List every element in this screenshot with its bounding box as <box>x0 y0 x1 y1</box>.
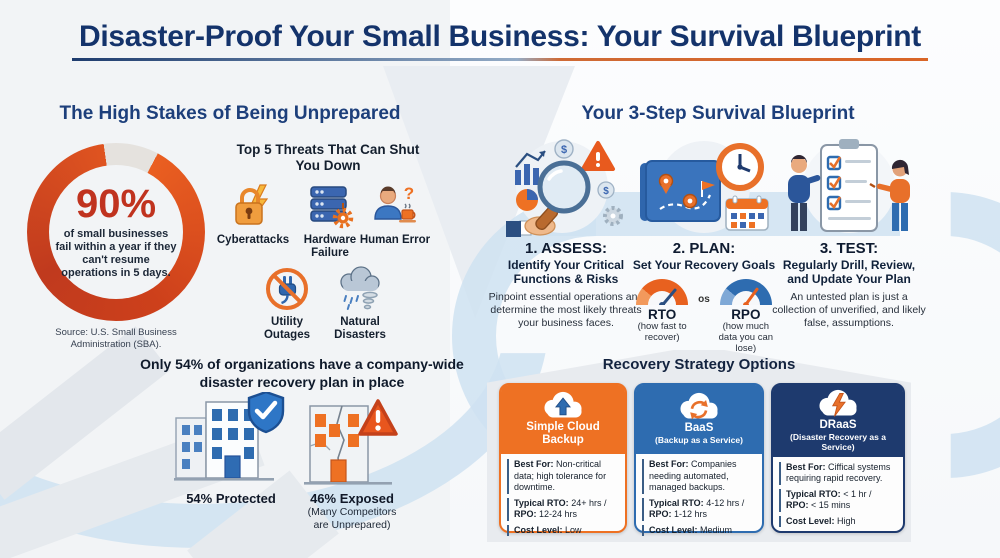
threat-item: Hardware Failure <box>291 179 369 260</box>
right-section-heading: Your 3-Step Survival Blueprint <box>581 103 855 124</box>
rto-sublabel: (how fast to recover) <box>637 321 687 344</box>
page-title: Disaster-Proof Your Small Business: Your… <box>79 20 921 53</box>
stat-source: Source: U.S. Small Business Administrati… <box>55 327 177 351</box>
recovery-card-baas: BaaS (Backup as a Service) Best For: Com… <box>634 383 764 537</box>
card-subtitle: (Backup as a Service) <box>655 435 743 446</box>
svg-text:$: $ <box>603 186 609 197</box>
left-section-heading: The High Stakes of Being Unprepared <box>59 103 401 124</box>
rpo-sublabel: (how much data you can lose) <box>718 321 774 355</box>
threat-label: Utility Outages <box>263 316 310 342</box>
step-plan: 2. PLAN: Set Your Recovery Goals RTO (ho… <box>629 136 779 355</box>
padlock-lightning-icon <box>214 179 292 231</box>
card-header: DRaaS (Disaster Recovery as a Service) <box>773 385 903 457</box>
threats-heading: Top 5 Threats That Can Shut You Down <box>236 142 420 174</box>
step-subtitle: Identify Your Critical Functions & Risks <box>507 258 625 287</box>
best-for-line: Best For: Non-critical data; high tolera… <box>507 459 619 494</box>
blueprint-clock-calendar-icon <box>629 136 779 238</box>
card-header: Simple Cloud Backup <box>501 385 625 454</box>
card-body: Best For: Ciffical systems requiring rap… <box>773 457 903 528</box>
step-title: 1. ASSESS: <box>525 240 607 257</box>
step-assess: $ $ 1. ASSESS: Identify Your Critical Fu… <box>487 136 645 331</box>
threat-label: Human Error <box>359 234 431 246</box>
stat-value: 90% <box>75 181 157 226</box>
no-power-plug-icon <box>248 261 326 313</box>
step-subtitle: Set Your Recovery Goals <box>632 258 776 272</box>
cost-line: Cost Level: High <box>779 515 897 528</box>
recovery-card-draas: DRaaS (Disaster Recovery as a Service) B… <box>771 383 905 533</box>
threat-label: Cyberattacks <box>216 234 290 246</box>
storm-cloud-icon <box>321 261 399 313</box>
best-for-line: Best For: Ciffical systems requiring rap… <box>779 461 897 485</box>
path-curve-right <box>950 192 1000 478</box>
plan-gap-stat: Only 54% of organizations have a company… <box>140 356 464 390</box>
threat-item: ? Human Error <box>356 179 434 247</box>
failure-rate-donut-chart: 90% of small businesses fail within a ye… <box>27 143 205 321</box>
rto-rpo-line: Typical RTO: 24+ hrs /RPO: 12-24 hrs <box>507 497 619 521</box>
card-title: Simple Cloud Backup <box>526 420 600 446</box>
svg-text:?: ? <box>404 184 414 203</box>
stat-description: of small businesses fail within a year i… <box>55 227 177 280</box>
best-for-line: Best For: Companies needing automated, m… <box>642 459 756 494</box>
exposed-label: 46% Exposed <box>310 491 394 506</box>
server-gear-icon <box>291 179 369 231</box>
damaged-building-warning-icon <box>304 399 398 485</box>
rpo-gauge-icon <box>719 279 772 306</box>
card-body: Best For: Companies needing automated, m… <box>636 454 762 537</box>
rto-gauge-group: RTO (how fast to recover) <box>631 279 693 344</box>
exposed-sublabel: (Many Competitors are Unprepared) <box>307 506 397 531</box>
gauge-separator: os <box>698 294 710 306</box>
step-title: 3. TEST: <box>819 240 879 257</box>
threat-item: Natural Disasters <box>321 261 399 342</box>
rpo-gauge-group: RPO (how much data you can lose) <box>715 279 777 355</box>
protected-building: 54% Protected <box>172 390 290 506</box>
rpo-label: RPO <box>731 307 761 323</box>
recovery-options-heading: Recovery Strategy Options <box>602 356 796 373</box>
step-test: 3. TEST: Regularly Drill, Review, and Up… <box>772 136 926 331</box>
protected-label: 54% Protected <box>186 491 276 506</box>
rto-gauge-icon <box>636 279 689 306</box>
title-underline <box>72 58 928 61</box>
card-subtitle: (Disaster Recovery as a Service) <box>790 432 886 452</box>
step-title: 2. PLAN: <box>672 240 736 257</box>
rto-rpo-line: Typical RTO: 4-12 hrs /RPO: 1-12 hrs <box>642 497 756 521</box>
threat-label: Hardware Failure <box>303 234 357 260</box>
svg-text:$: $ <box>561 144 567 156</box>
threat-item: Cyberattacks <box>214 179 292 247</box>
cost-line: Cost Level: Low <box>507 524 619 537</box>
rto-label: RTO <box>648 307 677 323</box>
recovery-card-simple-cloud-backup: Simple Cloud Backup Best For: Non-critic… <box>499 383 627 537</box>
magnifier-analysis-icon: $ $ <box>487 136 645 238</box>
person-question-icon: ? <box>356 179 434 231</box>
step-subtitle: Regularly Drill, Review, and Update Your… <box>782 258 916 287</box>
exposed-building: 46% Exposed (Many Competitors are Unprep… <box>300 396 404 531</box>
cloud-upload-icon <box>544 391 582 418</box>
card-title: DRaaS <box>819 419 857 431</box>
donut-hole: 90% of small businesses fail within a ye… <box>49 165 183 299</box>
threat-item: Utility Outages <box>248 261 326 342</box>
threat-label: Natural Disasters <box>334 316 386 342</box>
step-body: Pinpoint essential operations and determ… <box>488 290 644 330</box>
cloud-sync-icon <box>680 393 718 420</box>
rto-rpo-line: Typical RTO: < 1 hr /RPO: < 15 mins <box>779 488 897 512</box>
step-body: An untested plan is just a collection of… <box>772 290 926 330</box>
protected-building-shield-icon <box>174 390 285 481</box>
checklist-people-icon <box>772 136 926 238</box>
cost-line: Cost Level: Medium <box>642 524 756 537</box>
gauges-row: RTO (how fast to recover) os RPO (how mu… <box>629 279 779 355</box>
card-title: BaaS <box>684 422 714 435</box>
card-body: Best For: Non-critical data; high tolera… <box>501 454 625 537</box>
card-header: BaaS (Backup as a Service) <box>636 385 762 454</box>
cloud-bolt-icon <box>819 389 857 417</box>
